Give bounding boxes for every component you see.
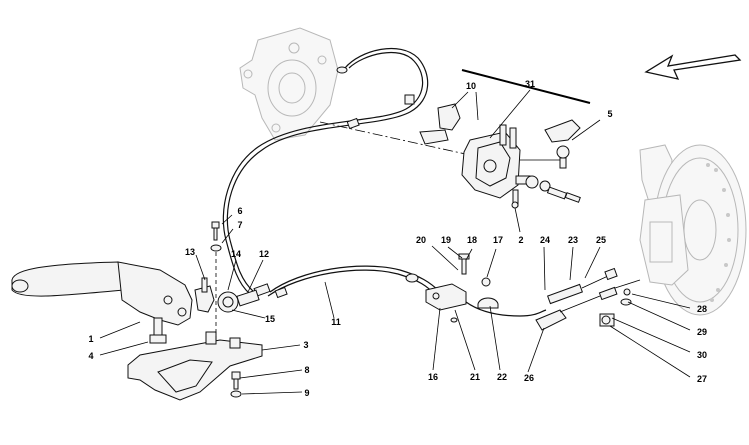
callout-5: 5 (607, 109, 612, 119)
callout-27: 27 (697, 374, 707, 384)
direction-arrow-icon (644, 54, 742, 80)
callout-6: 6 (237, 206, 242, 216)
callout-28: 28 (697, 304, 707, 314)
rear-brake-disc-ghost (639, 144, 747, 316)
callout-15: 15 (265, 314, 275, 324)
callout-11: 11 (331, 317, 341, 327)
callout-14: 14 (231, 249, 241, 259)
callout-13: 13 (185, 247, 195, 257)
callout-26: 26 (524, 373, 534, 383)
callout-17: 17 (493, 235, 503, 245)
group-bracket-31 (461, 69, 591, 104)
handbrake-cable (222, 47, 429, 295)
hand-brake-lever (11, 261, 260, 344)
rear-hub-carrier-ghost (239, 27, 339, 141)
callout-18: 18 (467, 235, 477, 245)
callout-31: 31 (525, 79, 535, 89)
callout-25: 25 (596, 235, 606, 245)
parking-brake-actuator (419, 103, 581, 209)
callout-2: 2 (518, 235, 523, 245)
callout-9: 9 (304, 388, 309, 398)
callout-29: 29 (697, 327, 707, 337)
cable-11 (253, 265, 441, 299)
callout-7: 7 (237, 220, 242, 230)
lever-mount-bracket (127, 331, 263, 401)
callout-3: 3 (303, 340, 308, 350)
callout-1: 1 (88, 334, 93, 344)
callout-10: 10 (466, 81, 476, 91)
callout-21: 21 (470, 372, 480, 382)
callout-22: 22 (497, 372, 507, 382)
callout-30: 30 (697, 350, 707, 360)
cable-equalizer (425, 253, 547, 323)
adjuster-assembly (535, 267, 641, 331)
callout-4: 4 (88, 351, 93, 361)
callout-24: 24 (540, 235, 550, 245)
callout-12: 12 (259, 249, 269, 259)
bolt-and-washers (210, 221, 242, 398)
callout-23: 23 (568, 235, 578, 245)
leader-lines (99, 89, 691, 395)
callout-8: 8 (304, 365, 309, 375)
callout-16: 16 (428, 372, 438, 382)
callout-20: 20 (416, 235, 426, 245)
callout-19: 19 (441, 235, 451, 245)
callout-labels: 31 10 5 2 6 7 13 14 12 15 1 4 3 8 9 11 2… (88, 79, 707, 398)
